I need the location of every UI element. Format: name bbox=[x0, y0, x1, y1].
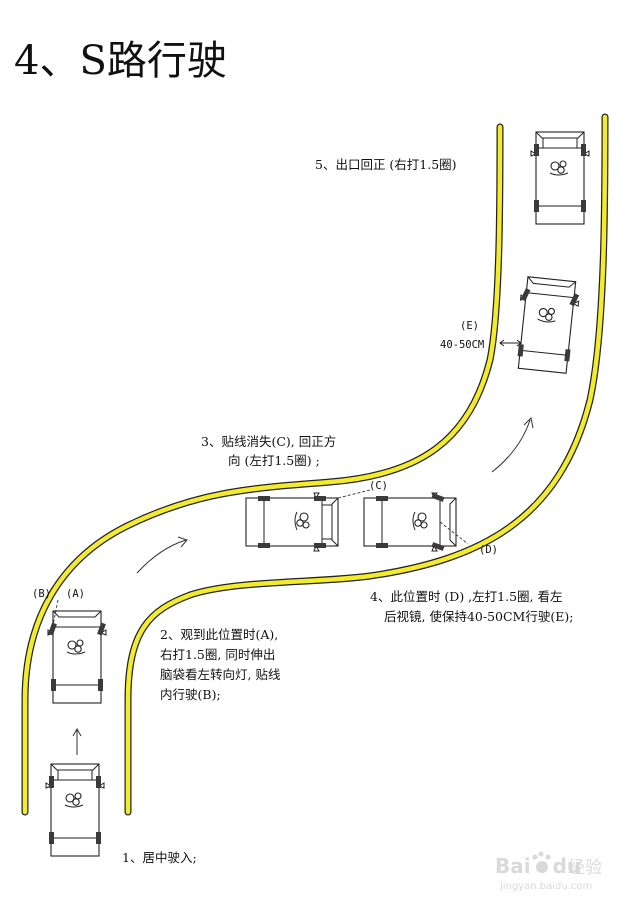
label-d: (D) bbox=[479, 544, 498, 556]
paw-icon bbox=[532, 851, 551, 873]
label-e: (E) bbox=[460, 320, 479, 332]
step-3-caption-line-1: 3、贴线消失(C), 回正方 bbox=[201, 434, 336, 449]
label-a: (A) bbox=[66, 588, 85, 600]
watermark-suffix: 经验 bbox=[568, 858, 602, 878]
step-4-caption-line-2: 后视镜, 使保持40-50CM行驶(E); bbox=[384, 609, 573, 624]
step-2-caption-line-4: 内行驶(B); bbox=[160, 687, 221, 702]
car-position-a bbox=[47, 610, 107, 704]
car-position-e bbox=[512, 275, 582, 375]
sight-line-a bbox=[51, 599, 59, 631]
watermark-url: jingyan.baidu.com bbox=[499, 881, 592, 892]
step-5-caption: 5、出口回正 (右打1.5圈) bbox=[315, 157, 457, 172]
label-c: (C) bbox=[369, 480, 388, 492]
step-2-caption-line-1: 2、观到此位置时(A), bbox=[160, 627, 278, 642]
step-2-caption-line-2: 右打1.5圈, 同时伸出 bbox=[160, 647, 275, 662]
step-3-caption-line-2: 向 (左打1.5圈) ; bbox=[228, 453, 320, 468]
car-position-d bbox=[363, 492, 457, 552]
road-right-boundary bbox=[124, 113, 609, 816]
direction-arrow-2 bbox=[136, 536, 188, 574]
car-entry bbox=[45, 763, 105, 857]
direction-arrow-3 bbox=[491, 416, 534, 473]
step-2-caption-line-3: 脑袋看左转向灯, 贴线 bbox=[160, 667, 281, 682]
road-left-boundary bbox=[21, 123, 504, 816]
label-b: (B) bbox=[32, 588, 51, 600]
sight-line-d bbox=[439, 521, 469, 545]
step-4-caption-line-1: 4、此位置时 (D) ,左打1.5圈, 看左 bbox=[370, 589, 562, 604]
step-1-caption: 1、居中驶入; bbox=[122, 850, 197, 865]
car-position-c bbox=[245, 492, 339, 552]
direction-arrow-1 bbox=[72, 727, 82, 755]
distance-marker-e bbox=[499, 339, 522, 347]
page-title: 4、S路行驶 bbox=[14, 38, 227, 84]
sight-line-c bbox=[337, 489, 371, 499]
car-exit bbox=[530, 131, 590, 225]
label-distance: 40-50CM bbox=[440, 339, 484, 351]
